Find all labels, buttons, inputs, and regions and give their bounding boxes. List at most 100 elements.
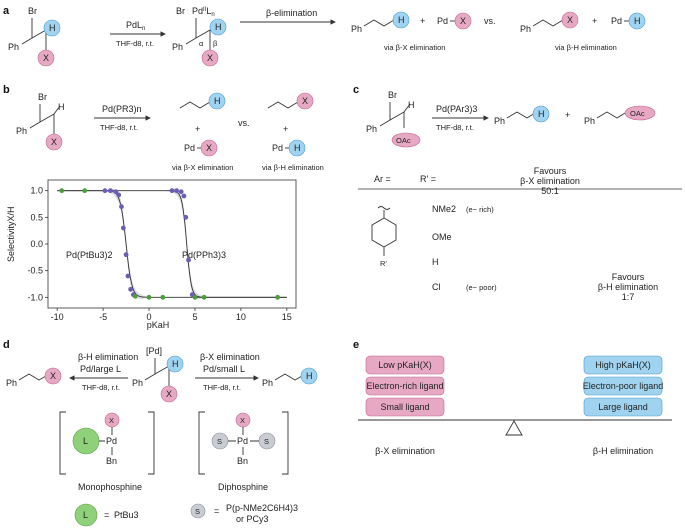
data-point-s0-4 — [119, 204, 124, 210]
a-caption-right: via β-H elimination — [555, 43, 617, 52]
y-tick-label-0: -1.0 — [27, 292, 43, 302]
d-pd: [Pd] — [146, 346, 162, 356]
panel-c-label: c — [353, 84, 359, 96]
d-p2-h-circle — [300, 367, 318, 385]
data-point-s1-5 — [186, 257, 191, 263]
d-p1-x: X — [50, 371, 56, 381]
b-p2-x-circle — [296, 92, 314, 110]
c-sub-0: NMe2 — [432, 204, 456, 214]
a-beta: β — [213, 39, 218, 48]
a-ph: Ph — [8, 42, 19, 52]
e-right-caption: β-H elimination — [593, 446, 653, 456]
c-rich: (e− rich) — [466, 205, 494, 214]
panel-e: e Low pKaH(X) Electron-rich ligand Small… — [353, 339, 672, 456]
d-di-s-left: S — [217, 437, 222, 446]
c-plus: + — [565, 110, 570, 120]
a-caption-left: via β-X elimination — [384, 43, 445, 52]
b-p1-h-circle — [208, 92, 226, 110]
a-substrate-bonds — [21, 18, 47, 50]
d-right-solvent: THF-d8, r.t. — [203, 383, 241, 392]
b-plus-1: + — [195, 124, 200, 134]
b-chart-ci-band-1 — [57, 188, 287, 300]
data-point-s2-5 — [192, 294, 198, 300]
x-tick-label-2: 0 — [147, 312, 152, 322]
e-left-2: Small ligand — [380, 402, 429, 412]
e-left-caption: β-X elimination — [375, 446, 435, 456]
c-fx-0: Favours — [534, 166, 567, 176]
d-left-solvent: THF-d8, r.t. — [82, 383, 120, 392]
a-p2-bonds — [532, 19, 564, 27]
data-point-s2-0 — [59, 188, 65, 194]
a-complex-h: H — [215, 22, 222, 32]
c-fx-1: β-X elimination — [520, 176, 580, 186]
c-fx-2: 50:1 — [541, 186, 559, 196]
d-legend-s-circle — [190, 503, 206, 519]
b-chart-points — [59, 188, 281, 300]
y-tick-label-1: -0.5 — [27, 266, 43, 276]
d-p1-bonds — [18, 373, 47, 381]
panel-b: b Br Ph H X Pd(PR3)n THF-d8, r.t. H + Pd… — [3, 84, 324, 330]
data-point-s1-4 — [183, 214, 189, 220]
c-oac: OAc — [396, 136, 411, 145]
b-p2-x: X — [302, 96, 308, 106]
d-di-bn: Bn — [237, 456, 248, 466]
e-left-1: Electron-rich ligand — [366, 381, 443, 391]
y-tick-label-4: 1.0 — [30, 186, 43, 196]
b-ph: Ph — [16, 126, 27, 136]
data-point-s1-1 — [174, 188, 179, 194]
a-reagent: PdLn — [126, 20, 145, 32]
e-left-box-1 — [365, 376, 445, 396]
a-x-circle — [37, 49, 55, 67]
b-series-label-2: Pd(PPh3)3 — [182, 250, 226, 260]
b-substrate-bonds — [29, 104, 61, 134]
b-p2-pd: Pd — [272, 143, 283, 153]
data-point-s0-0 — [102, 188, 108, 194]
a-p2-h: H — [634, 16, 641, 26]
d-mono-bn: Bn — [106, 456, 117, 466]
b-chart-fit-1 — [57, 190, 287, 298]
c-oac-ellipse — [391, 132, 421, 148]
data-point-s1-2 — [178, 189, 184, 195]
c-fh-2: 1:7 — [622, 292, 635, 302]
a-p1-h-circle — [392, 11, 410, 29]
b-p1-bonds — [179, 101, 211, 109]
d-h-circle — [166, 355, 184, 373]
d-x-circle — [160, 385, 178, 403]
a-p1-x-circle — [454, 12, 472, 30]
c-p1-ph: Ph — [494, 116, 505, 126]
c-aryl-ring — [371, 210, 397, 256]
a-p2-x-circle — [561, 11, 579, 29]
a-p2-h-circle — [628, 12, 646, 30]
y-tick-label-3: 0.5 — [30, 212, 43, 222]
b-chart-fit-2 — [57, 190, 287, 298]
c-sub-3: Cl — [432, 282, 441, 292]
data-point-s2-3 — [146, 294, 152, 300]
d-mono-bonds — [99, 427, 113, 455]
b-caption-right: via β-H elimination — [262, 163, 324, 172]
panel-d-label: d — [3, 339, 10, 351]
b-solvent: THF-d8, r.t. — [100, 123, 138, 132]
panel-d: d Ph X β-H elimination Pd/large L THF-d8… — [3, 339, 318, 527]
data-point-s0-3 — [116, 192, 122, 198]
d-p1-ph: Ph — [6, 378, 17, 388]
c-h: H — [408, 100, 415, 110]
c-p2-bonds — [596, 111, 626, 119]
c-p1-h: H — [538, 109, 545, 119]
x-tick-label-0: -10 — [51, 312, 64, 322]
e-fulcrum — [505, 420, 523, 436]
d-legend-l-circle — [74, 503, 98, 527]
a-p1-pd: Pd — [437, 16, 448, 26]
e-right-2: Large ligand — [598, 402, 648, 412]
d-legend-l-def: PtBu3 — [114, 510, 139, 520]
b-p1-pd: Pd — [184, 143, 195, 153]
a-complex-pd: PdIILn — [192, 6, 215, 18]
b-chart-ci-band-2 — [57, 188, 287, 300]
d-di-caption: Diphosphine — [218, 482, 268, 492]
c-p2-ph: Ph — [584, 116, 595, 126]
b-br: Br — [38, 92, 47, 102]
a-complex-x-circle — [201, 49, 219, 67]
d-mono-pd: Pd — [106, 436, 117, 446]
panel-e-label: e — [353, 339, 359, 351]
